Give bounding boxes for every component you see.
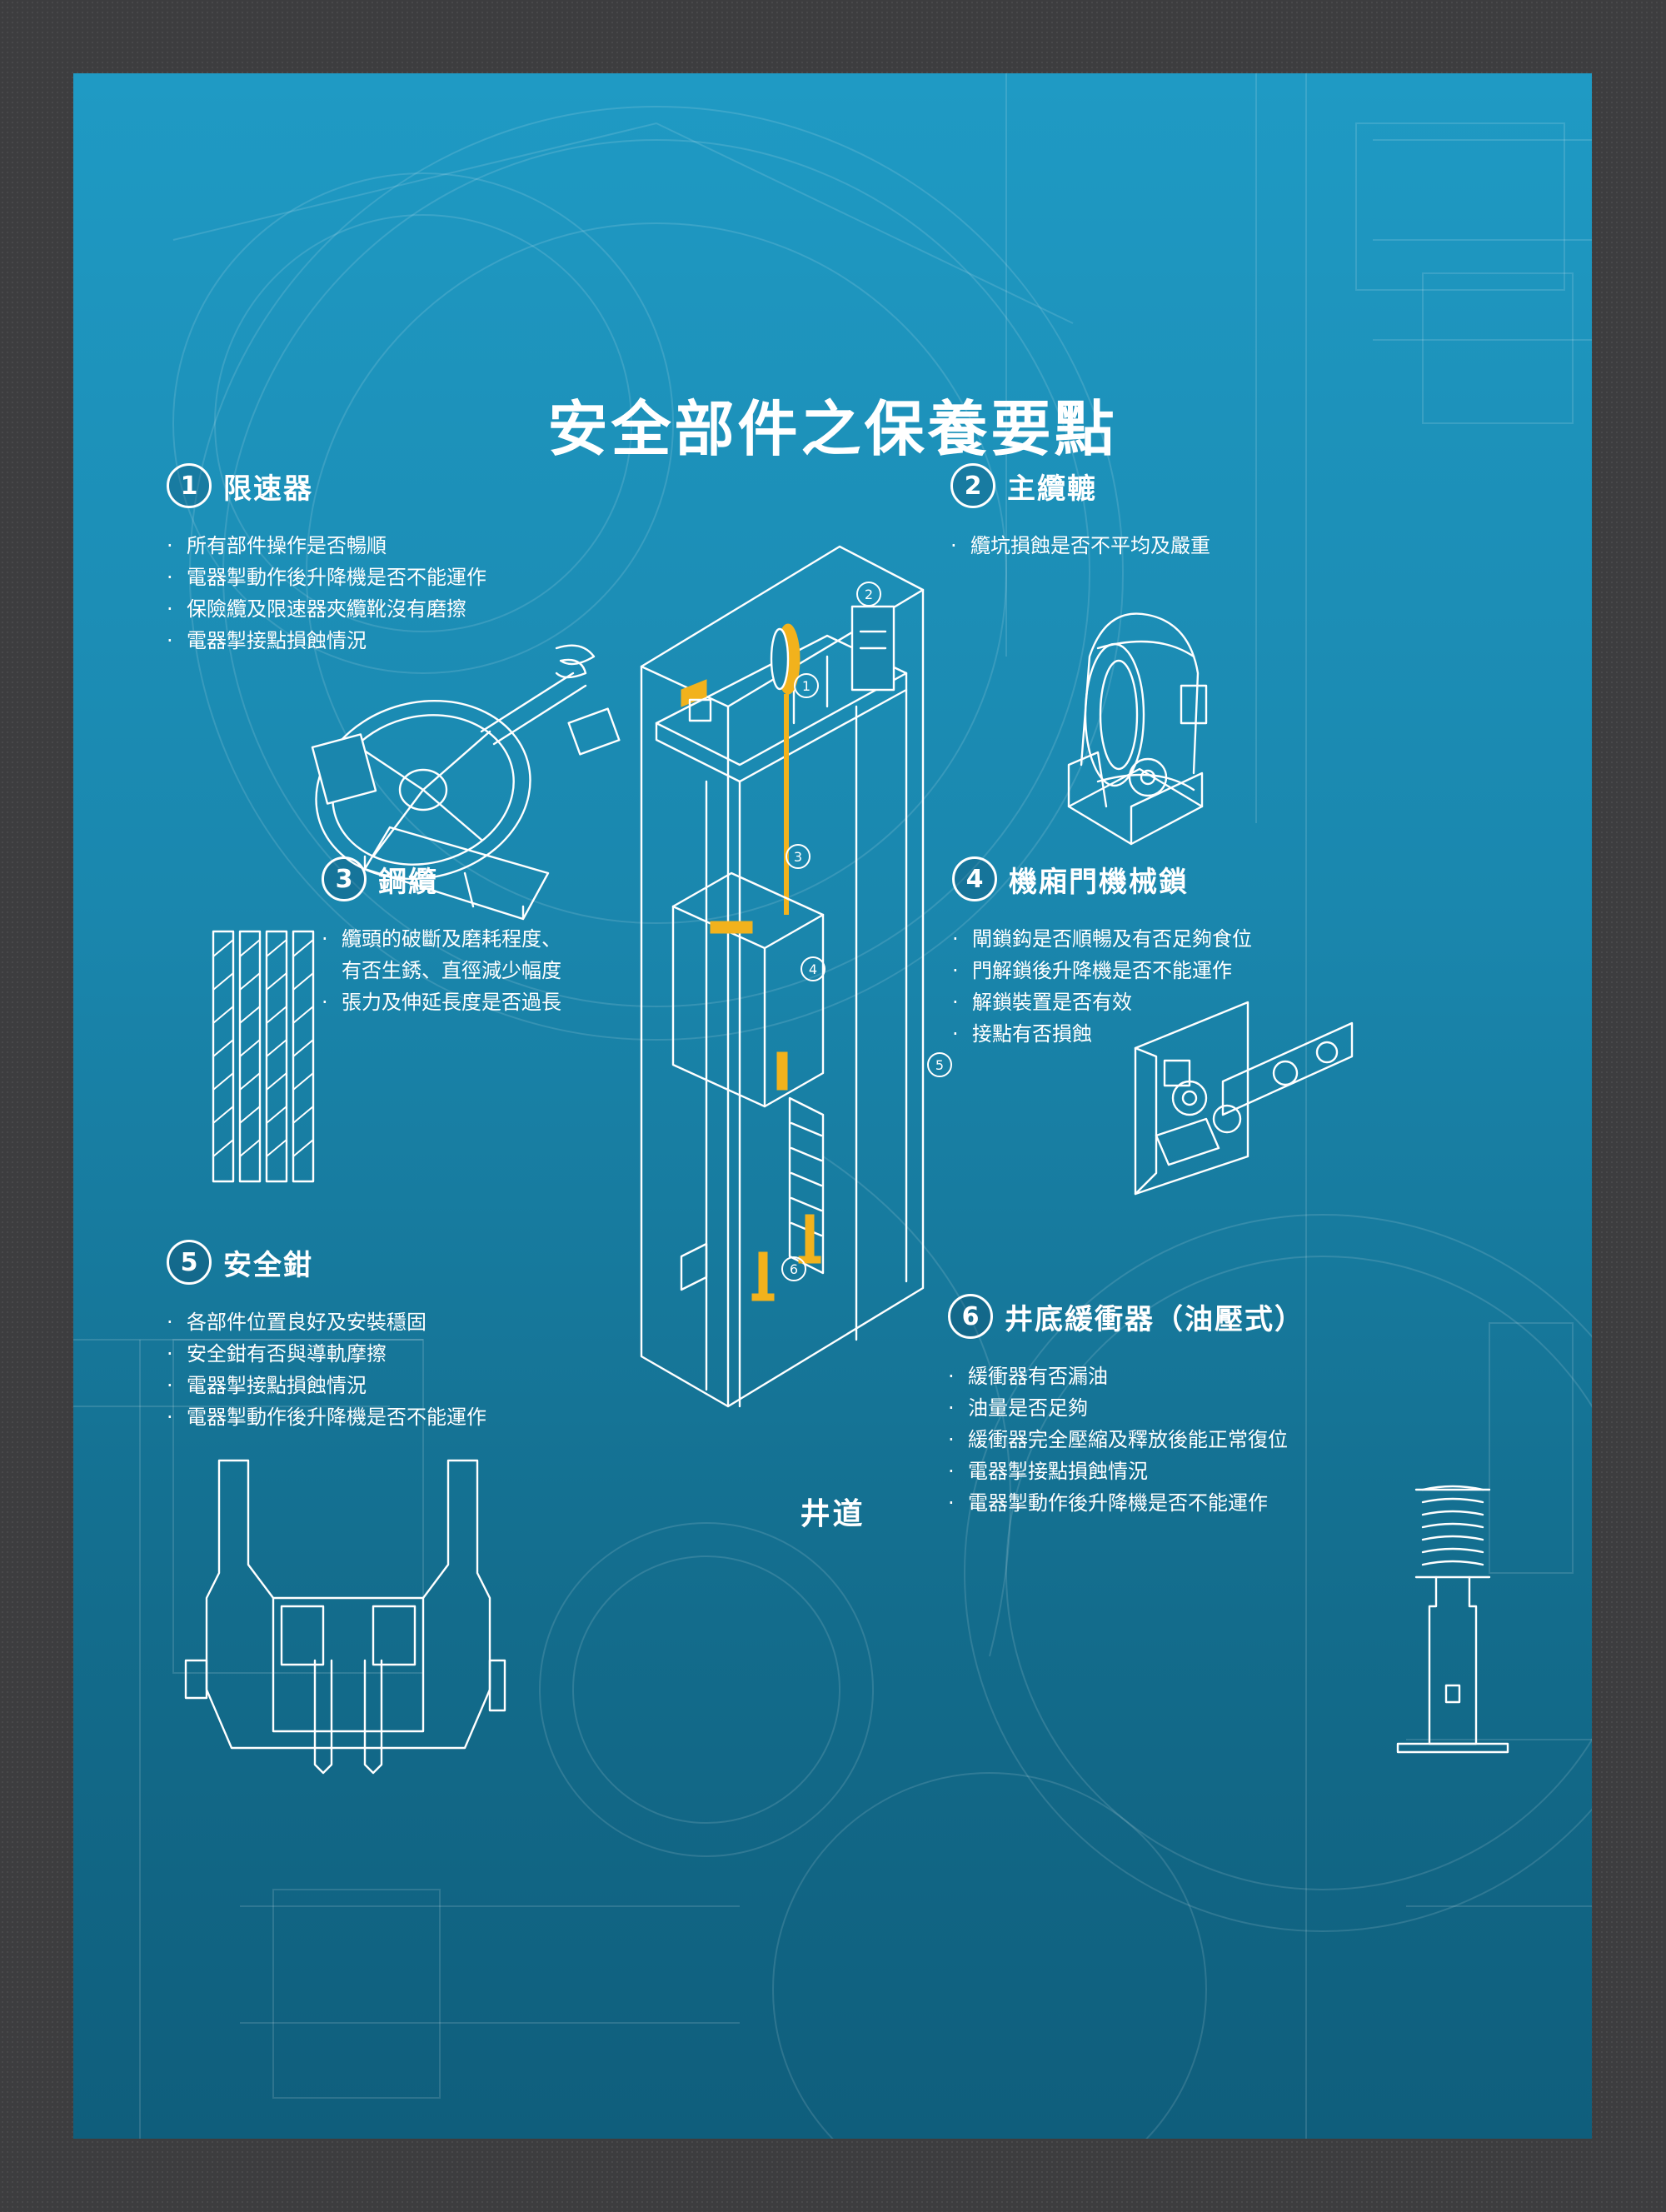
speed-governor-illustration bbox=[311, 644, 621, 921]
checklist-item: 電器掣接點損蝕情況 bbox=[167, 625, 486, 657]
elevator-shaft-illustration: 1 2 3 4 5 6 bbox=[640, 545, 952, 1408]
checklist-item: 各部件位置良好及安裝穩固 bbox=[167, 1306, 486, 1338]
checklist-item: 門解鎖後升降機是否不能運作 bbox=[952, 955, 1252, 986]
checklist-item: 解鎖裝置是否有效 bbox=[952, 986, 1252, 1018]
checklist: 纜頭的破斷及磨耗程度、 有否生銹、直徑減少幅度 張力及伸延長度是否過長 bbox=[322, 923, 561, 1018]
pit-buffer-illustration bbox=[1396, 1485, 1509, 1754]
shaft-marker: 4 bbox=[809, 961, 817, 977]
section-number: 5 bbox=[167, 1240, 212, 1285]
section-title: 主纜轆 bbox=[1007, 472, 1097, 506]
checklist-item: 電器掣接點損蝕情況 bbox=[948, 1456, 1304, 1487]
checklist-item: 閘鎖鈎是否順暢及有否足夠食位 bbox=[952, 923, 1252, 955]
shaft-marker: 6 bbox=[790, 1261, 798, 1277]
checklist-item: 接點有否損蝕 bbox=[952, 1018, 1252, 1050]
checklist-item: 緩衝器完全壓縮及釋放後能正常復位 bbox=[948, 1424, 1304, 1456]
car-door-lock-illustration bbox=[1134, 1001, 1354, 1196]
checklist-item: 電器掣動作後升降機是否不能運作 bbox=[167, 1401, 486, 1433]
checklist-item: 油量是否足夠 bbox=[948, 1392, 1304, 1424]
illustrations: 1 2 3 4 5 6 bbox=[184, 545, 1509, 1775]
checklist: 閘鎖鈎是否順暢及有否足夠食位 門解鎖後升降機是否不能運作 解鎖裝置是否有效 接點… bbox=[952, 923, 1252, 1050]
main-sheave-illustration bbox=[1067, 612, 1208, 846]
checklist-item: 緩衝器有否漏油 bbox=[948, 1361, 1304, 1392]
section-title: 井底緩衝器（油壓式） bbox=[1005, 1302, 1304, 1336]
section-number: 2 bbox=[950, 463, 995, 508]
checklist-item: 保險纜及限速器夾纜靴沒有磨擦 bbox=[167, 593, 486, 625]
checklist-item: 安全鉗有否與導軌摩擦 bbox=[167, 1338, 486, 1370]
checklist: 各部件位置良好及安裝穩固 安全鉗有否與導軌摩擦 電器掣接點損蝕情況 電器掣動作後… bbox=[167, 1306, 486, 1433]
checklist: 所有部件操作是否暢順 電器掣動作後升降機是否不能運作 保險纜及限速器夾纜靴沒有磨… bbox=[167, 530, 486, 657]
section-title: 限速器 bbox=[223, 472, 313, 506]
section-speed-governor: 1 限速器 所有部件操作是否暢順 電器掣動作後升降機是否不能運作 保險纜及限速器… bbox=[167, 463, 486, 657]
checklist-item: 電器掣動作後升降機是否不能運作 bbox=[167, 562, 486, 593]
section-number: 1 bbox=[167, 463, 212, 508]
checklist: 緩衝器有否漏油 油量是否足夠 緩衝器完全壓縮及釋放後能正常復位 電器掣接點損蝕情… bbox=[948, 1361, 1304, 1519]
section-car-door-lock: 4 機廂門機械鎖 閘鎖鈎是否順暢及有否足夠食位 門解鎖後升降機是否不能運作 解鎖… bbox=[952, 856, 1252, 1050]
poster: 安全部件之保養要點 1 限速器 所有部件操作是否暢順 電器掣動作後升降機是否不能… bbox=[73, 73, 1592, 2139]
section-number: 6 bbox=[948, 1294, 993, 1339]
checklist-item: 有否生銹、直徑減少幅度 bbox=[342, 959, 561, 982]
shaft-marker: 5 bbox=[935, 1057, 944, 1073]
shaft-marker: 3 bbox=[794, 849, 802, 865]
section-title: 安全鉗 bbox=[223, 1248, 313, 1282]
shaft-label: 井道 bbox=[800, 1497, 865, 1531]
section-main-sheave: 2 主纜轆 纜坑損蝕是否不平均及嚴重 bbox=[950, 463, 1210, 562]
section-steel-rope: 3 鋼纜 纜頭的破斷及磨耗程度、 有否生銹、直徑減少幅度 張力及伸延長度是否過長 bbox=[322, 856, 561, 1018]
safety-gear-illustration bbox=[184, 1459, 506, 1775]
checklist-item: 所有部件操作是否暢順 bbox=[167, 530, 486, 562]
steel-rope-illustration bbox=[212, 930, 315, 1183]
checklist-item: 纜坑損蝕是否不平均及嚴重 bbox=[950, 530, 1210, 562]
checklist-item: 電器掣動作後升降機是否不能運作 bbox=[948, 1487, 1304, 1519]
checklist-item: 纜頭的破斷及磨耗程度、 bbox=[322, 923, 561, 955]
shaft-marker: 1 bbox=[802, 678, 811, 694]
section-title: 機廂門機械鎖 bbox=[1009, 865, 1189, 899]
section-pit-buffer: 6 井底緩衝器（油壓式） 緩衝器有否漏油 油量是否足夠 緩衝器完全壓縮及釋放後能… bbox=[948, 1294, 1304, 1519]
section-number: 4 bbox=[952, 856, 997, 901]
checklist-item: 電器掣接點損蝕情況 bbox=[167, 1370, 486, 1401]
checklist: 纜坑損蝕是否不平均及嚴重 bbox=[950, 530, 1210, 562]
poster-title: 安全部件之保養要點 bbox=[547, 394, 1118, 464]
checklist-item: 張力及伸延長度是否過長 bbox=[322, 986, 561, 1018]
shaft-marker: 2 bbox=[865, 587, 873, 602]
section-safety-gear: 5 安全鉗 各部件位置良好及安裝穩固 安全鉗有否與導軌摩擦 電器掣接點損蝕情況 … bbox=[167, 1240, 486, 1433]
